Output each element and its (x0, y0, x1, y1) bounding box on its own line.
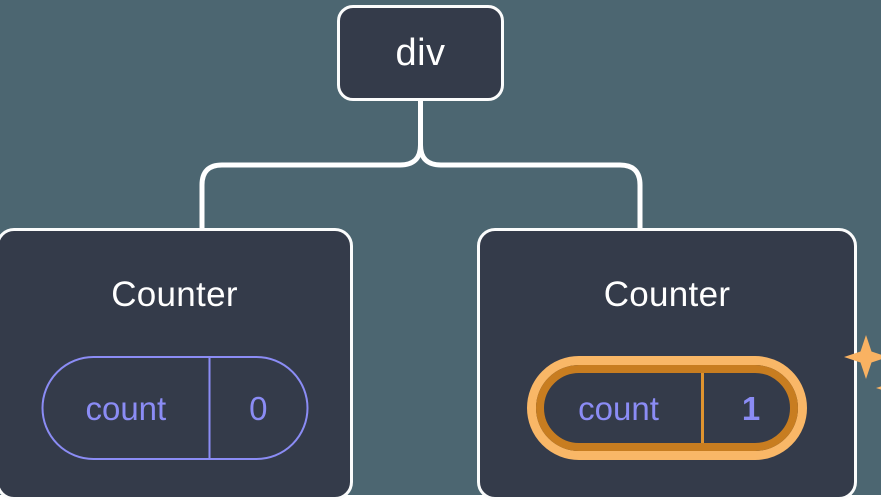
connector-branch-right (418, 142, 643, 231)
node-div[interactable]: div (337, 5, 504, 101)
node-div-label: div (395, 32, 446, 74)
counter-right-state-wrap: count 1 (527, 335, 881, 460)
state-value-label: 0 (249, 389, 268, 427)
node-counter-right[interactable]: Counter count 1 (477, 228, 881, 500)
counter-left-state-wrap: count 0 (41, 356, 308, 460)
node-counter-left[interactable]: Counter count 0 (0, 228, 353, 500)
state-value-label: 1 (741, 389, 761, 427)
state-pill-divider (208, 358, 211, 458)
state-key-label: count (85, 389, 167, 427)
state-pill-divider (701, 365, 705, 451)
counter-left-title: Counter (111, 275, 238, 314)
state-pill-count-1[interactable]: count 1 (527, 356, 807, 460)
connector-branch-left (199, 142, 423, 231)
state-key-label: count (578, 389, 659, 427)
state-pill-count-0[interactable]: count 0 (41, 356, 308, 460)
counter-right-title: Counter (603, 275, 731, 314)
